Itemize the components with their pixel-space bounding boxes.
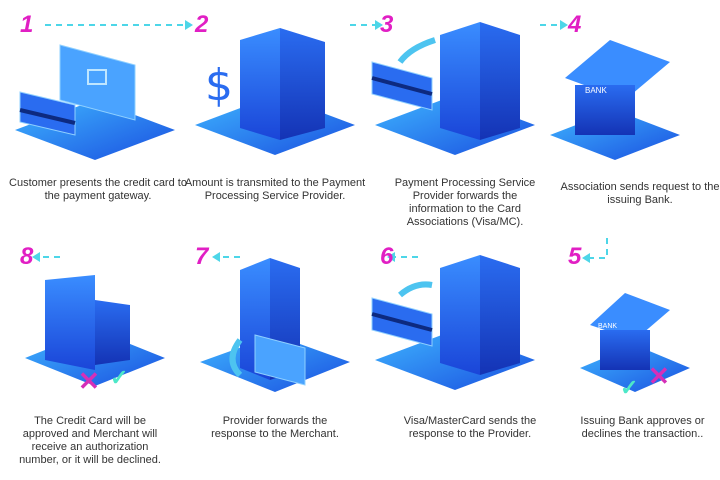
svg-text:BANK: BANK: [585, 86, 607, 95]
tower-card-icon: [371, 22, 535, 155]
step-number-5: 5: [568, 243, 582, 270]
step-4-caption: Association sends request to the issuing…: [560, 181, 720, 206]
step-number-6: 6: [380, 243, 394, 270]
step-number-8: 8: [20, 243, 34, 270]
svg-text:✕: ✕: [78, 366, 100, 396]
bank-approve-decline-icon: BANK ✓ ✕: [580, 293, 690, 400]
svg-text:✓: ✓: [110, 365, 128, 390]
step-number-7: 7: [195, 243, 209, 270]
step-6-caption: Visa/MasterCard sends the response to th…: [403, 415, 537, 440]
svg-text:BANK: BANK: [598, 323, 617, 330]
step-number-1: 1: [20, 11, 34, 38]
svg-text:✕: ✕: [648, 361, 670, 391]
svg-text:✓: ✓: [620, 375, 638, 400]
payment-terminal-icon: [15, 44, 175, 160]
step-number-3: 3: [380, 11, 394, 38]
shopping-bags-icon: ✕ ✓: [25, 275, 165, 396]
step-7-caption: Provider forwards the response to the Me…: [211, 415, 339, 440]
svg-text:$: $: [205, 60, 233, 111]
step-number-2: 2: [195, 11, 209, 38]
tower-dollar-icon: $: [195, 28, 355, 155]
step-2-caption: Amount is transmited to the Payment Proc…: [184, 177, 366, 202]
step-3-caption: Payment Processing Service Provider forw…: [394, 177, 536, 228]
step-1-caption: Customer presents the credit card to the…: [9, 177, 187, 202]
bank-icon: BANK: [550, 40, 680, 160]
tower-terminal-icon: [200, 258, 350, 392]
tower-card-icon: [371, 255, 535, 390]
step-5-caption: Issuing Bank approves or declines the tr…: [580, 415, 705, 440]
step-number-4: 4: [568, 11, 582, 38]
step-8-caption: The Credit Card will be approved and Mer…: [19, 415, 161, 466]
